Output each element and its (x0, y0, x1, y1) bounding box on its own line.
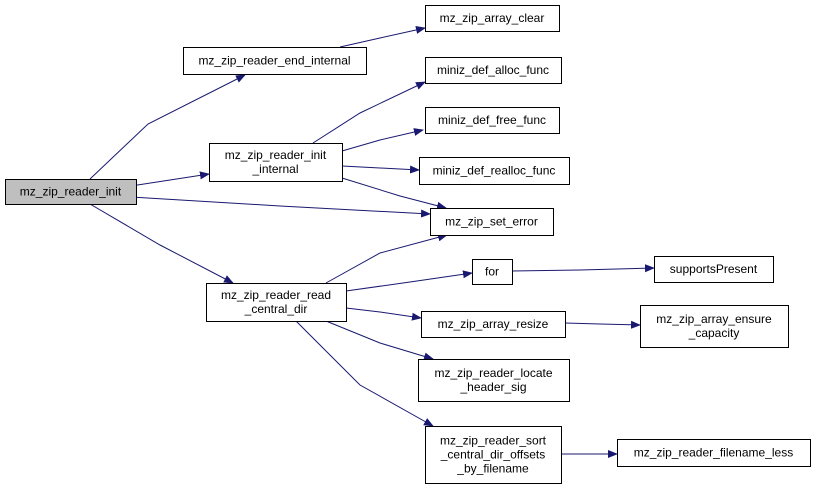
edge-for-to-supports-present (511, 264, 655, 273)
node-label: supportsPresent (670, 262, 758, 276)
node-label: mz_zip_array_resize (438, 317, 549, 331)
node-box (421, 311, 566, 338)
edge-layer (89, 26, 655, 458)
node-label: mz_zip_reader_locate (434, 366, 552, 380)
node-def-realloc[interactable]: miniz_def_realloc_func (419, 157, 570, 185)
node-end-internal[interactable]: mz_zip_reader_end_internal (183, 47, 367, 75)
node-box (654, 256, 774, 283)
edge-init-internal-to-def-free (341, 128, 424, 152)
edge-end-internal-to-array-clear (339, 26, 426, 48)
node-label: _header_sig (459, 380, 526, 394)
node-label: mz_zip_reader_read (221, 288, 331, 302)
edge-read-central-to-array-resize (345, 307, 422, 321)
node-supports-present[interactable]: supportsPresent (654, 256, 774, 283)
node-label: _capacity (688, 326, 740, 340)
node-label: _internal (251, 162, 298, 176)
node-label: mz_zip_reader_filename_less (634, 446, 793, 460)
node-box (617, 439, 811, 467)
node-label: mz_zip_reader_sort (440, 434, 547, 448)
edge-read-central-to-locate-header (325, 320, 434, 361)
edge-root-to-set-error (130, 196, 431, 218)
node-box (419, 157, 570, 185)
node-box (183, 47, 367, 75)
node-def-free[interactable]: miniz_def_free_func (425, 107, 560, 134)
node-box (425, 426, 562, 484)
node-box (425, 107, 560, 134)
node-box (472, 259, 513, 285)
node-root[interactable]: mz_zip_reader_init (5, 179, 137, 205)
edge-array-resize-to-ensure-capacity (564, 320, 641, 329)
node-label: miniz_def_realloc_func (433, 164, 556, 178)
node-label: mz_zip_array_clear (440, 11, 545, 25)
node-label: _central_dir_offsets (440, 448, 546, 462)
node-box (418, 359, 570, 402)
node-layer: mz_zip_reader_init mz_zip_reader_end_inte… (5, 5, 811, 484)
node-for[interactable]: for (472, 259, 513, 285)
node-label: _central_dir (244, 302, 308, 316)
node-sort-offsets[interactable]: mz_zip_reader_sort_central_dir_offsets_b… (425, 426, 562, 484)
node-locate-header[interactable]: mz_zip_reader_locate_header_sig (418, 359, 570, 402)
node-box (640, 305, 789, 348)
edge-root-to-read-central (89, 203, 234, 284)
node-box (209, 143, 343, 182)
node-label: mz_zip_array_ensure (656, 312, 772, 326)
node-filename-less[interactable]: mz_zip_reader_filename_less (617, 439, 811, 467)
node-read-central[interactable]: mz_zip_reader_read_central_dir (206, 283, 347, 322)
edge-read-central-to-for (345, 270, 473, 292)
node-label: miniz_def_alloc_func (437, 63, 549, 77)
edge-root-to-end-internal (89, 74, 246, 180)
edge-init-internal-to-def-realloc (341, 165, 420, 174)
node-box (425, 57, 562, 84)
edge-init-internal-to-def-alloc (312, 81, 426, 144)
node-def-alloc[interactable]: miniz_def_alloc_func (425, 57, 562, 84)
node-box (206, 283, 347, 322)
node-init-internal[interactable]: mz_zip_reader_init_internal (209, 143, 343, 182)
edge-read-central-to-sort-offsets (295, 320, 434, 427)
node-set-error[interactable]: mz_zip_set_error (430, 208, 554, 236)
node-box (5, 179, 137, 205)
node-box (425, 5, 560, 32)
node-label: mz_zip_reader_init (20, 185, 122, 199)
edge-init-internal-to-set-error (341, 177, 447, 210)
node-label: mz_zip_reader_init (225, 148, 327, 162)
node-label: mz_zip_reader_end_internal (198, 54, 350, 68)
node-array-resize[interactable]: mz_zip_array_resize (421, 311, 566, 338)
node-label: for (485, 265, 499, 279)
node-box (430, 208, 554, 236)
node-array-clear[interactable]: mz_zip_array_clear (425, 5, 560, 32)
node-label: _by_filename (456, 462, 529, 476)
edge-read-central-to-set-error (325, 233, 448, 284)
node-label: miniz_def_free_func (438, 113, 546, 127)
node-ensure-capacity[interactable]: mz_zip_array_ensure_capacity (640, 305, 789, 348)
edge-root-to-init-internal (130, 171, 210, 187)
node-label: mz_zip_set_error (445, 215, 538, 229)
